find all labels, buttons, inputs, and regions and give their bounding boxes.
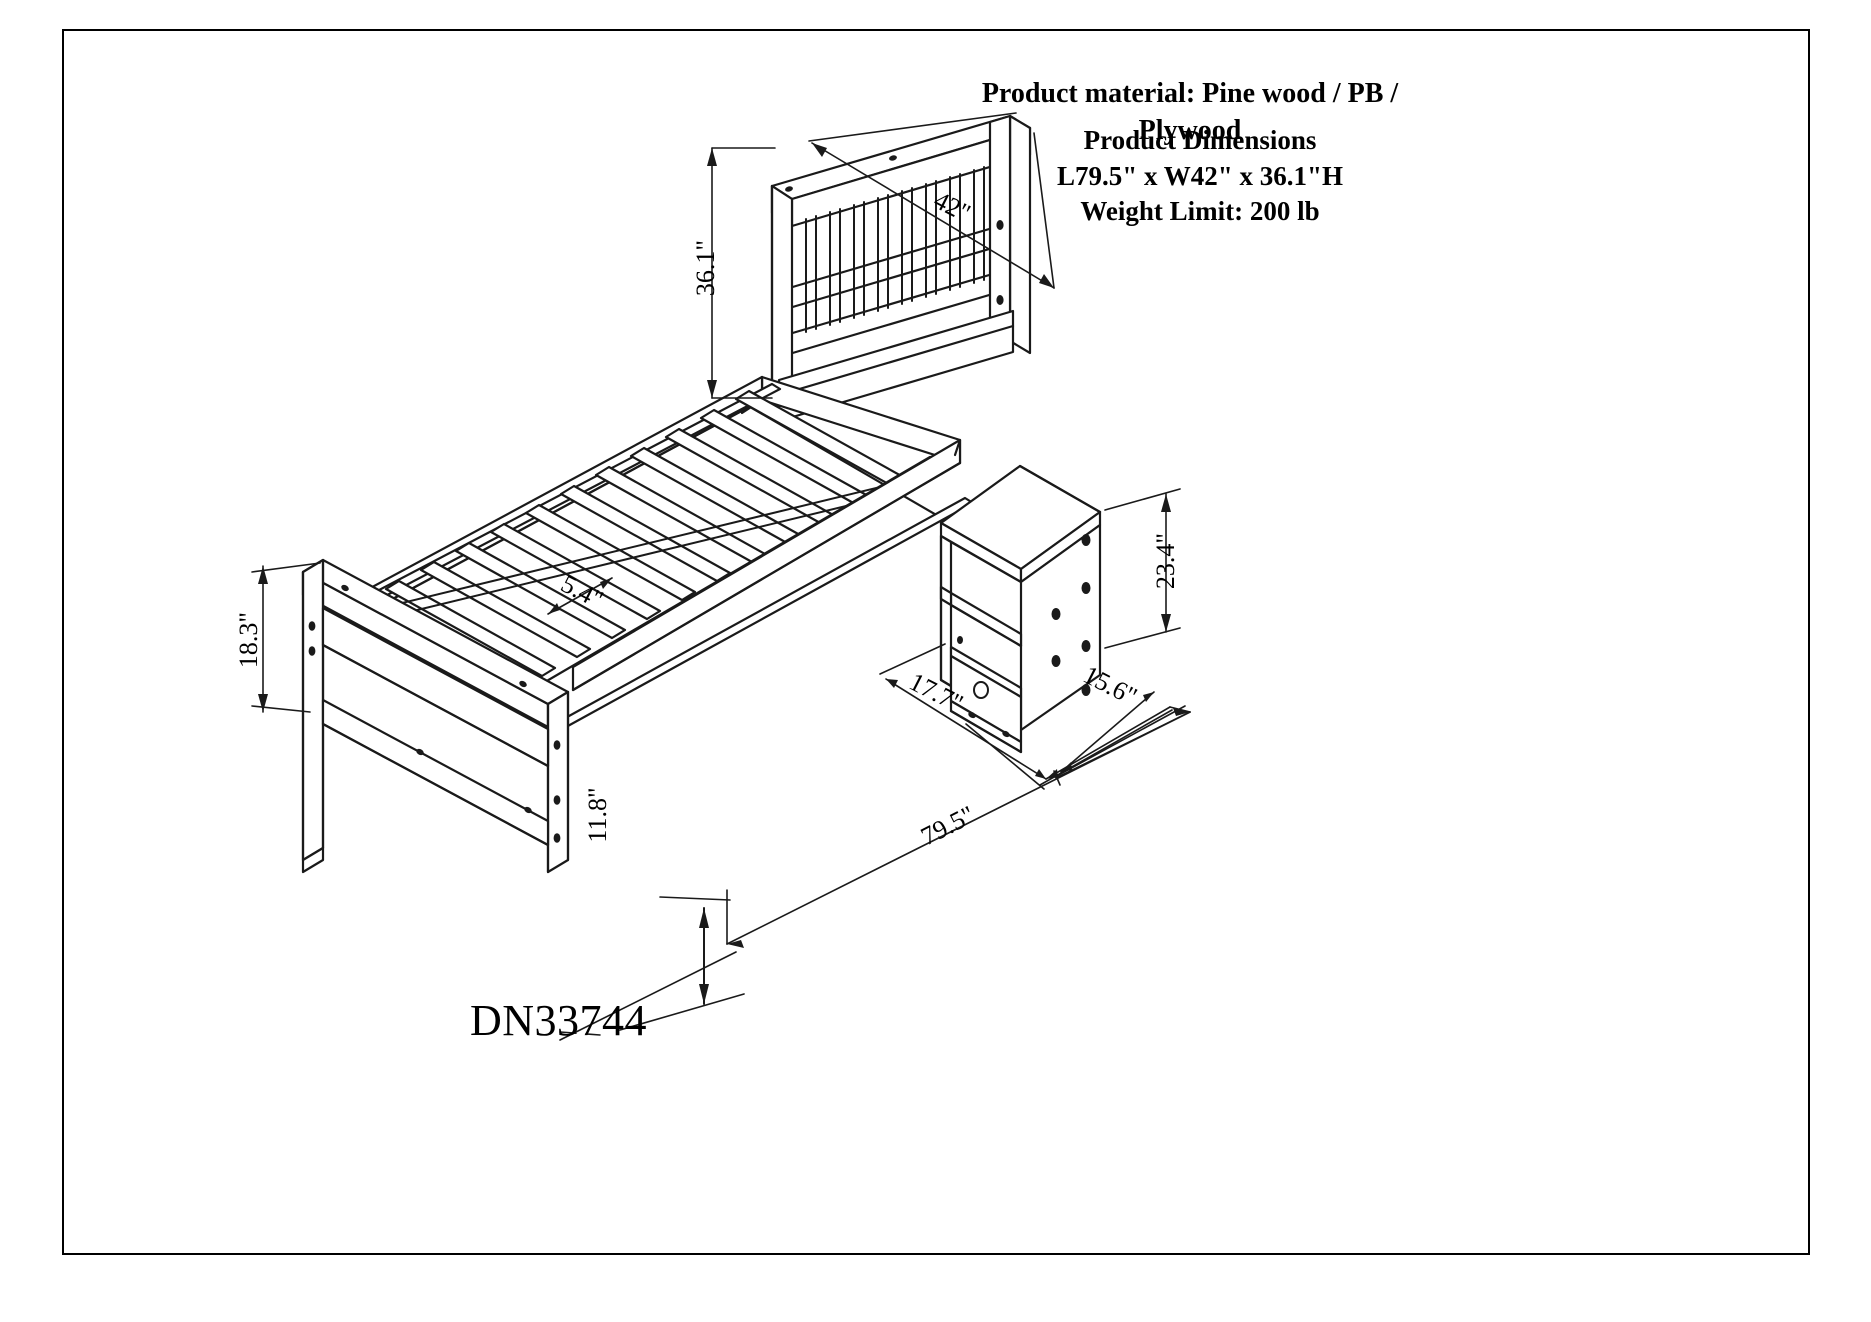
headboard-assembly — [770, 114, 1032, 427]
product-dimensions-value: L79.5" x W42" x 36.1"H — [1057, 160, 1343, 191]
dimension-label-bed-side-height: 18.3" — [234, 611, 263, 669]
dimension-label-nightstand-height: 23.4" — [1151, 532, 1180, 590]
sheet-border — [62, 29, 1810, 1255]
nightstand-assembly — [939, 464, 1102, 754]
product-weight-limit: Weight Limit: 200 lb — [1080, 196, 1320, 227]
product-dimensions-heading: Product Dimensions — [1083, 125, 1317, 155]
dimension-label-bed-clearance: 11.8" — [583, 787, 612, 843]
dimension-label-headboard-height: 36.1" — [691, 239, 720, 297]
product-material-text: Product material: Pine wood / PB / Plywo… — [981, 78, 1399, 146]
product-dimensions-block: Product Dimensions L79.5" x W42" x 36.1"… — [1010, 123, 1390, 230]
model-number-label: DN33744 — [470, 996, 648, 1045]
footboard-assembly — [301, 558, 570, 874]
dimension-lines — [251, 112, 1191, 1041]
